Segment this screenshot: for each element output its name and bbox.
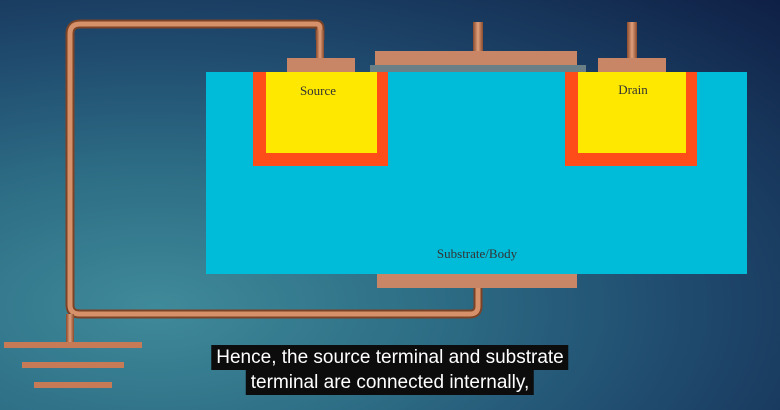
source-region: Source — [253, 72, 388, 166]
ground-symbol — [4, 342, 142, 388]
connection-wire — [65, 19, 483, 344]
drain-terminal — [598, 22, 666, 73]
drain-label: Drain — [618, 82, 648, 97]
caption-line-1: Hence, the source terminal and substrate — [211, 345, 569, 370]
body-contact — [377, 274, 577, 288]
substrate-label: Substrate/Body — [437, 246, 518, 261]
drain-region: Drain — [565, 72, 697, 166]
gate-terminal — [370, 22, 586, 72]
caption-line-2: terminal are connected internally, — [245, 370, 535, 395]
source-terminal — [287, 30, 355, 73]
source-label: Source — [300, 83, 336, 98]
